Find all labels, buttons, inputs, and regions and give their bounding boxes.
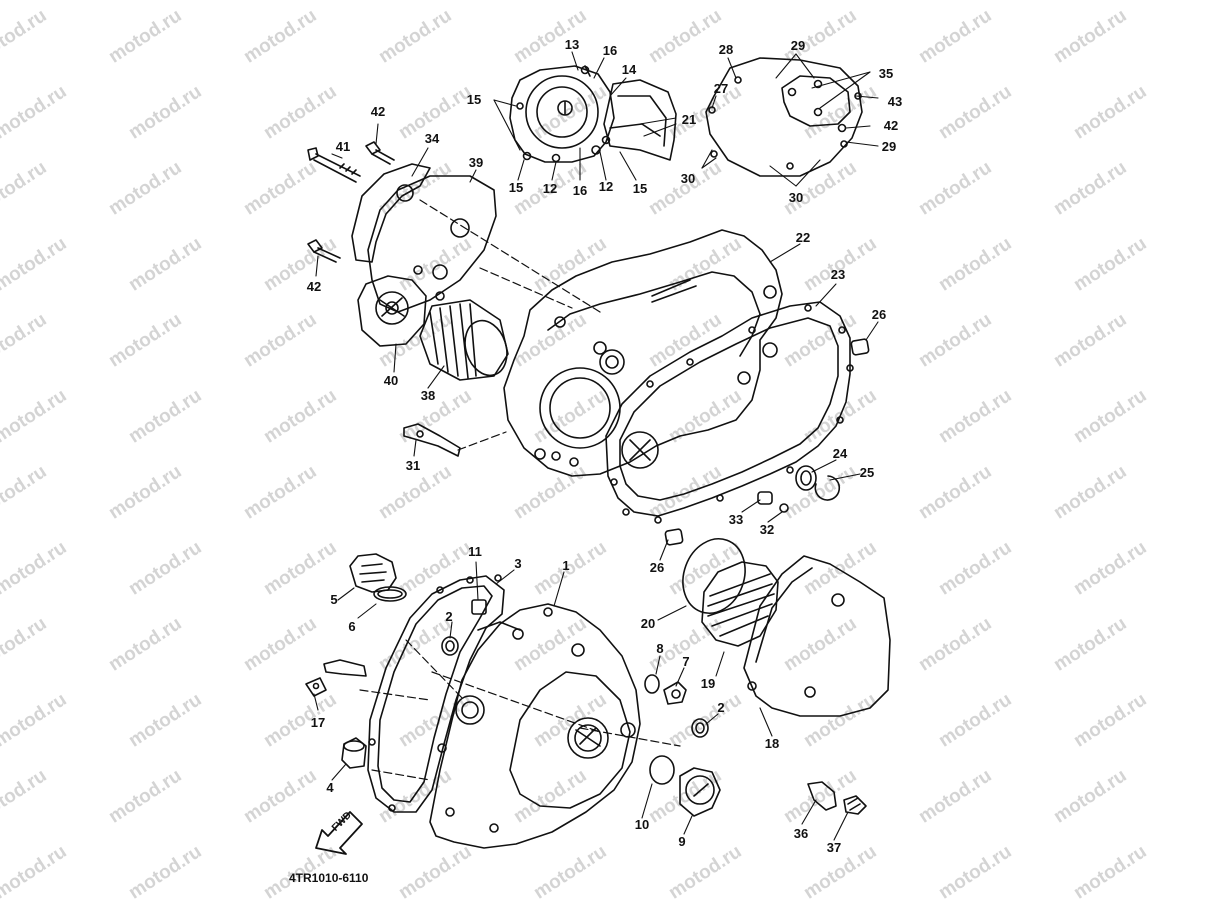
fwd-arrow-icon: [315, 811, 363, 855]
callout-30: 30: [680, 171, 696, 186]
callout-11: 11: [468, 544, 482, 559]
callout-41: 41: [335, 139, 351, 154]
callout-3: 3: [514, 556, 522, 571]
oil-filter: [419, 299, 509, 381]
bracket-36-bolt-37: [807, 781, 867, 815]
gasket-20: [682, 538, 746, 614]
callout-31: 31: [405, 458, 421, 473]
callout-2: 2: [717, 700, 725, 715]
bolts-left: [307, 141, 395, 263]
callout-33: 33: [728, 512, 744, 527]
bracket-31: [403, 423, 461, 457]
callout-25: 25: [859, 465, 875, 480]
callout-30: 30: [788, 190, 804, 205]
callout-36: 36: [793, 826, 809, 841]
callout-39: 39: [468, 155, 484, 170]
callout-35: 35: [878, 66, 894, 81]
oil-pump-assembly: [351, 163, 497, 347]
callout-7: 7: [682, 654, 690, 669]
callout-23: 23: [830, 267, 846, 282]
callout-10: 10: [634, 817, 650, 832]
callout-38: 38: [420, 388, 436, 403]
callout-15: 15: [466, 92, 482, 107]
gasket-23: [605, 301, 854, 524]
bracket-17: [305, 659, 367, 697]
callout-13: 13: [564, 37, 580, 52]
callout-14: 14: [621, 62, 637, 77]
alignment-lines: [359, 199, 681, 781]
callout-32: 32: [759, 522, 775, 537]
callout-40: 40: [383, 373, 399, 388]
leader-lines: [313, 51, 879, 841]
callout-26: 26: [871, 307, 887, 322]
callout-12: 12: [542, 181, 558, 196]
callout-6: 6: [348, 619, 356, 634]
callout-1: 1: [562, 558, 570, 573]
callout-16: 16: [602, 43, 618, 58]
callout-18: 18: [764, 736, 780, 751]
callout-28: 28: [718, 42, 734, 57]
callout-43: 43: [887, 94, 903, 109]
callout-24: 24: [832, 446, 848, 461]
reference-code: 4TR1010-6110: [289, 871, 369, 885]
callout-27: 27: [713, 81, 729, 96]
callout-22: 22: [795, 230, 811, 245]
clutch-cover-plate: [705, 57, 863, 177]
callout-29: 29: [881, 139, 897, 154]
callout-16: 16: [572, 183, 588, 198]
callout-21: 21: [681, 112, 697, 127]
callout-15: 15: [508, 180, 524, 195]
gasket-3: [367, 574, 505, 813]
callout-12: 12: [598, 179, 614, 194]
callout-17: 17: [310, 715, 326, 730]
callout-29: 29: [790, 38, 806, 53]
callout-37: 37: [826, 840, 842, 855]
callout-26: 26: [649, 560, 665, 575]
callout-19: 19: [700, 676, 716, 691]
callout-20: 20: [640, 616, 656, 631]
callout-34: 34: [424, 131, 440, 146]
outer-cover-18: [743, 555, 891, 717]
timing-cover-small: [509, 65, 615, 163]
callout-42: 42: [306, 279, 322, 294]
crankcase-cover-1: [429, 603, 641, 849]
callout-42: 42: [883, 118, 899, 133]
callout-2: 2: [445, 609, 453, 624]
callout-4: 4: [326, 780, 334, 795]
small-parts-lower: [341, 553, 721, 817]
callout-8: 8: [656, 641, 664, 656]
callout-15: 15: [632, 181, 648, 196]
callout-5: 5: [330, 592, 338, 607]
callout-42: 42: [370, 104, 386, 119]
callout-9: 9: [678, 834, 686, 849]
crankcase-cover-22: [503, 229, 783, 477]
sprocket-seal-19: [701, 561, 779, 647]
